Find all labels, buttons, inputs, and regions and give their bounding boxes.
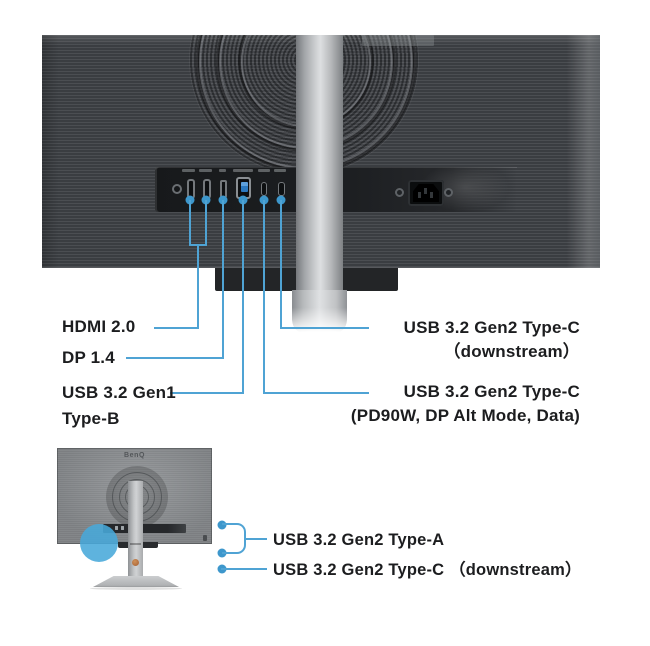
line-usbc-pd-h	[263, 391, 369, 395]
small-port-tick-2	[121, 526, 124, 530]
etched-label-usb	[233, 169, 253, 172]
usb-type-b-inner	[241, 182, 248, 192]
label-hdmi: HDMI 2.0	[62, 317, 136, 336]
line-usbb-v	[241, 200, 245, 394]
stand-copper-dot	[132, 559, 139, 566]
line-hdmi-h	[154, 326, 199, 330]
label-usba-bottom: USB 3.2 Gen2 Type-A	[273, 531, 445, 549]
label-usbc-downstream-line2: （downstream）	[443, 342, 580, 361]
screw-left-icon	[395, 188, 404, 197]
screw-right-icon	[444, 188, 453, 197]
ac-pin-right	[430, 192, 433, 198]
audio-jack-icon	[172, 184, 182, 194]
label-usbc-pd: USB 3.2 Gen2 Type-C (PD90W, DP Alt Mode, …	[351, 380, 580, 428]
line-dp-v	[221, 200, 225, 359]
line-usbc-pd-v	[262, 200, 266, 394]
stand-column-flare	[292, 290, 347, 334]
line-usbc-down-h	[280, 326, 369, 330]
label-usbc-bottom: USB 3.2 Gen2 Type-C （downstream）	[273, 561, 582, 579]
label-usbc-downstream: USB 3.2 Gen2 Type-C （downstream）	[404, 316, 580, 364]
small-port-tick-1	[115, 526, 118, 530]
label-usbb-line2: Type-B	[62, 409, 120, 428]
label-usbb-line1: USB 3.2 Gen1	[62, 383, 176, 402]
etched-label-hdmi1	[182, 169, 195, 172]
stand-base-shadow	[90, 587, 182, 590]
model-label-tag	[362, 35, 434, 46]
line-hdmi2-v	[204, 200, 208, 246]
etched-label-usbc2	[274, 169, 286, 172]
label-usbc-pd-line2: (PD90W, DP Alt Mode, Data)	[350, 406, 580, 425]
usb-type-c-port-2-icon	[278, 182, 285, 196]
stand-column-small	[128, 481, 143, 578]
usb-type-c-port-1-icon	[261, 182, 267, 196]
line-usbb-h	[170, 391, 244, 395]
line-usbc-down-v	[279, 200, 283, 329]
stand-cable-slot	[130, 543, 141, 545]
ac-pin-center	[424, 188, 427, 194]
etched-label-usbc1	[258, 169, 270, 172]
line-hdmi-merge-v	[196, 244, 200, 329]
small-corner-port	[203, 535, 207, 541]
etched-label-hdmi2	[199, 169, 212, 172]
label-usbc-pd-line1: USB 3.2 Gen2 Type-C	[403, 382, 580, 401]
etched-label-dp	[219, 169, 226, 172]
benq-logo: BenQ	[123, 452, 146, 459]
line-hdmi1-v	[188, 200, 192, 246]
label-dp: DP 1.4	[62, 348, 115, 367]
label-usbc-downstream-line1: USB 3.2 Gen2 Type-C	[403, 318, 580, 337]
line-dp-h	[126, 356, 224, 360]
port-highlight-circle	[80, 524, 118, 562]
stand-base	[93, 576, 179, 587]
line-typec-down-h	[221, 567, 267, 571]
small-port-strip	[103, 524, 186, 533]
ac-pin-left	[418, 192, 421, 198]
stand-column-large	[296, 35, 343, 297]
typea-bracket	[222, 523, 246, 554]
line-typea-stub	[246, 537, 267, 541]
